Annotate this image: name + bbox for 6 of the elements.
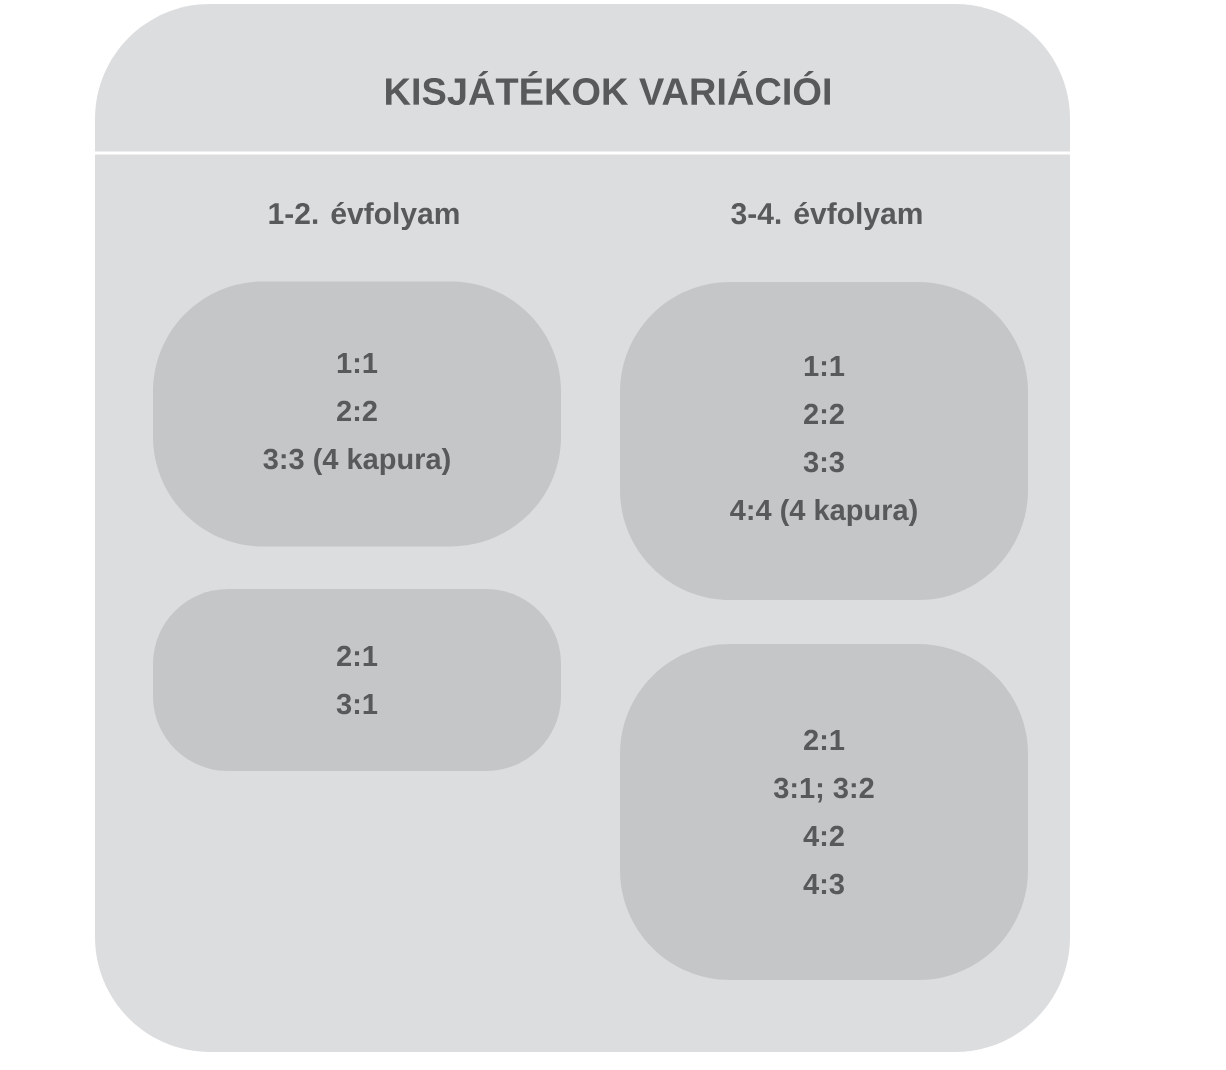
rounded-box: 1:1 2:2 3:3 4:4 (4 kapura) [620,282,1028,600]
column-heading: 3-4. évfolyam [731,201,922,231]
column-heading: 1-2. évfolyam [269,201,459,231]
title: KISJÁTÉKOK VARIÁCIÓI [386,71,830,106]
rounded-box: 2:1 3:1 [153,589,561,771]
rounded-box: 2:1 3:1; 3:2 4:2 4:3 [620,644,1028,980]
